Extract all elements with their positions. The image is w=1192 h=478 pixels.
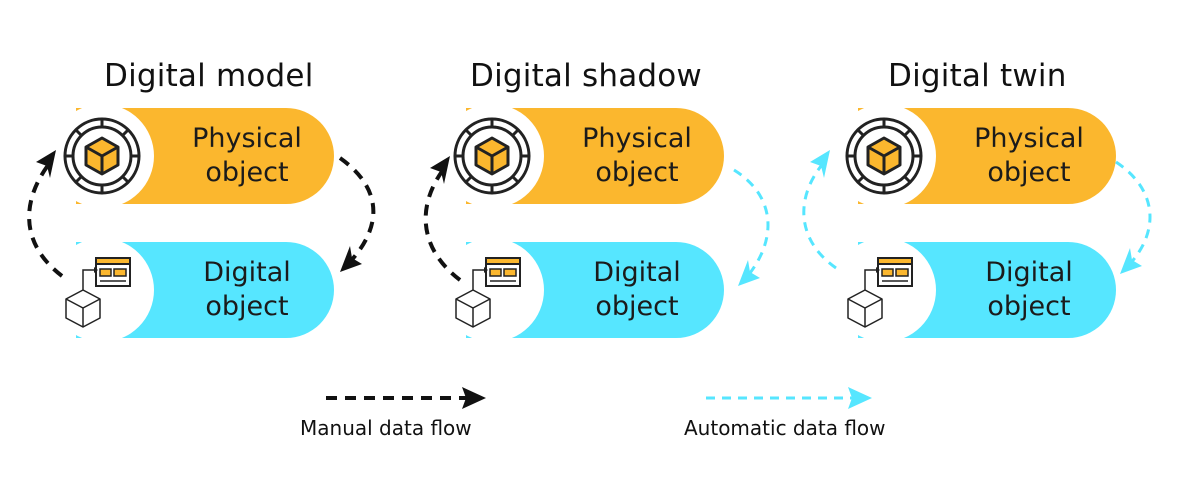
legend-automatic-arrow [706,387,872,409]
legend-manual-label: Manual data flow [300,416,472,440]
flow-arrow-to-physical [802,159,837,270]
legend-manual-arrow [326,387,486,409]
physical-object-label-line-2: object [205,157,289,188]
flow-arrow-to-digital [338,156,376,266]
physical-object-label-line-1: Physical [974,123,1084,154]
digital-object-icon [440,238,544,342]
physical-object-pill: Physical object [832,104,1116,208]
digital-object-label-line-2: object [595,291,679,322]
flow-arrowhead-to-digital [340,246,362,272]
flow-arrow-to-physical [423,164,462,282]
digital-object-pill: Digital object [440,238,724,342]
physical-object-icon [50,104,154,208]
physical-object-pill: Physical object [440,104,724,208]
digital-object-icon [50,238,154,342]
flow-arrowhead-to-digital [738,260,760,286]
flow-arrowhead-to-physical [810,150,830,178]
physical-object-label-line-1: Physical [192,123,302,154]
panel-3-flows [802,150,1152,274]
physical-object-label-line-1: Physical [582,123,692,154]
digital-object-label-line-1: Digital [593,257,681,288]
digital-object-pill: Digital object [832,238,1116,342]
digital-object-icon [832,238,936,342]
physical-object-label-line-2: object [987,157,1071,188]
flow-arrowhead-to-digital [1120,248,1142,274]
flow-arrowhead-to-physical [36,150,56,178]
digital-object-label-line-1: Digital [203,257,291,288]
digital-object-pill: Digital object [50,238,334,342]
physical-object-pill: Physical object [50,104,334,208]
legend-automatic-arrowhead [848,387,872,409]
flow-arrow-to-digital [1115,160,1152,268]
legend-automatic-label: Automatic data flow [684,416,886,440]
digital-object-label-line-2: object [987,291,1071,322]
flow-arrow-to-physical [27,158,64,278]
flow-arrow-to-digital [733,168,770,279]
physical-object-icon [440,104,544,208]
digital-object-label-line-1: Digital [985,257,1073,288]
panel-title-digital-model: Digital model [104,58,314,94]
panel-title-digital-twin: Digital twin [888,58,1067,94]
panel-title-digital-shadow: Digital shadow [470,58,702,94]
physical-object-icon [832,104,936,208]
legend-manual-arrowhead [462,387,486,409]
panel-1-flows [27,150,376,278]
physical-object-label-line-2: object [595,157,679,188]
digital-object-label-line-2: object [205,291,289,322]
panel-2-flows [423,156,770,286]
flow-arrowhead-to-physical [430,156,450,184]
